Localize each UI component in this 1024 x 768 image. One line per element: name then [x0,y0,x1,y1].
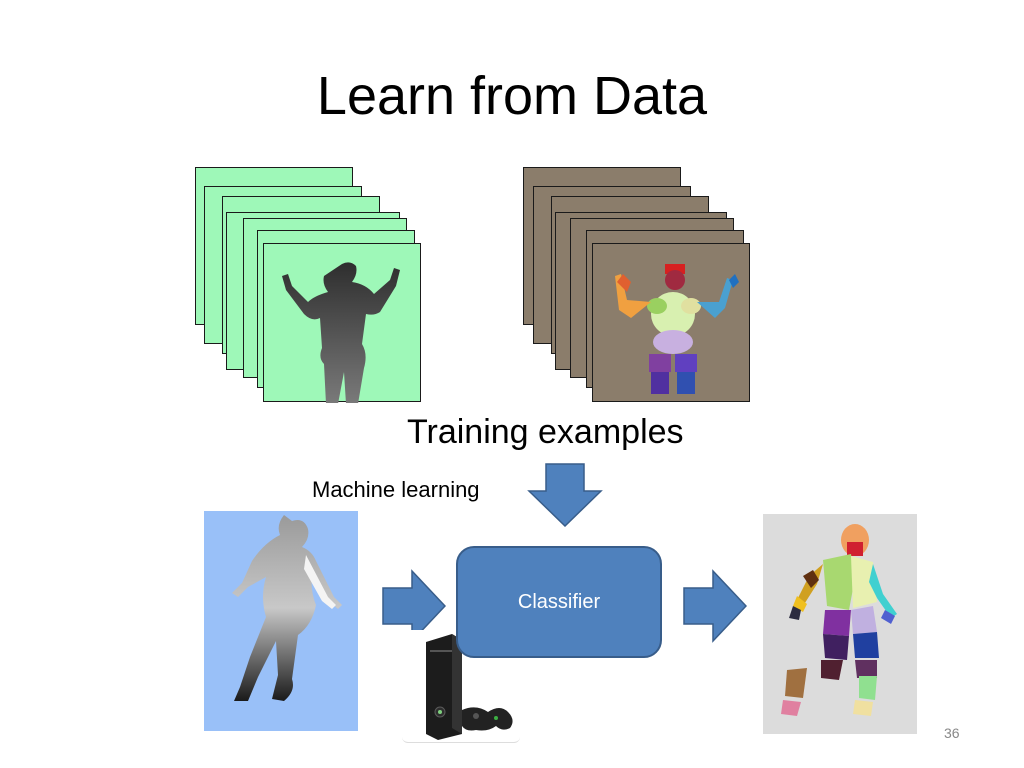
down-arrow-icon [527,463,603,527]
depth-silhouette-icon [282,262,400,404]
machine-learning-label: Machine learning [312,477,480,502]
slide-title: Learn from Data [316,66,708,126]
right-arrow-icon [683,569,747,643]
xbox-icon [426,634,513,740]
output-body-part-image [763,514,917,734]
colored-body-parts-icon [615,264,739,394]
page-number: 36 [944,725,960,741]
training-examples-label: Training examples [407,413,684,451]
right-arrow-icon [382,569,446,643]
input-depth-image [204,511,358,731]
classifier-box: Classifier [456,546,662,658]
body-part-segmentation-icon [781,524,897,716]
depth-person-icon [232,515,342,701]
